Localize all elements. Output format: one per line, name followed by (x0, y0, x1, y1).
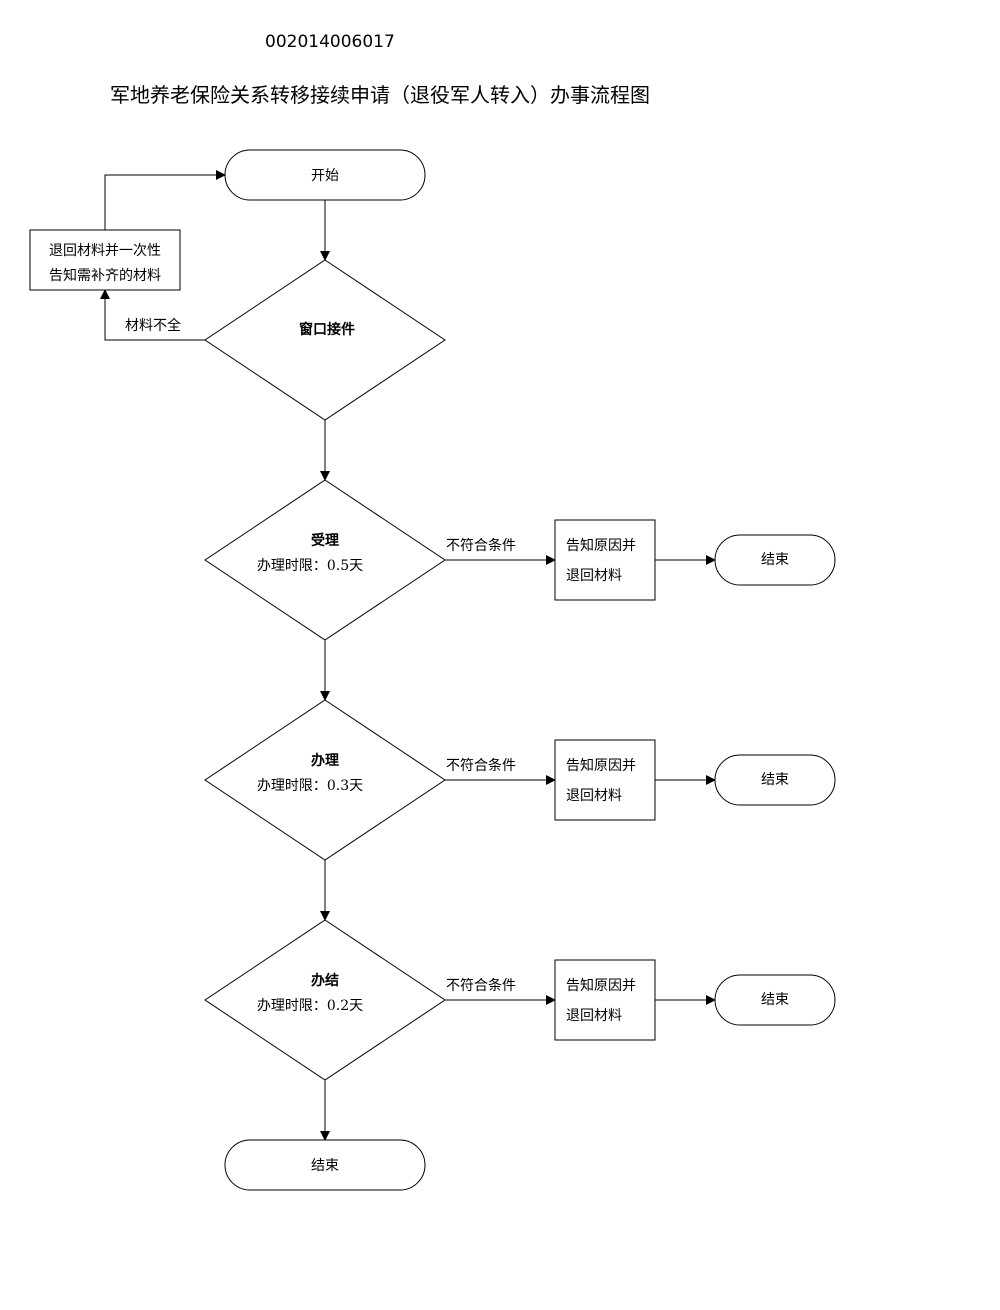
step1-reject-line1: 告知原因并 (566, 537, 636, 554)
step2-reject-line1: 告知原因并 (566, 757, 636, 774)
step1-reject-label: 不符合条件 (446, 537, 516, 554)
document-title: 军地养老保险关系转移接续申请（退役军人转入）办事流程图 (110, 83, 650, 107)
step2-limit: 办理时限：0.3天 (257, 778, 363, 794)
step3-reject-line1: 告知原因并 (566, 977, 636, 994)
step1-name: 受理 (311, 532, 339, 549)
final-end-label: 结束 (311, 1158, 339, 1174)
step2-reject-label: 不符合条件 (446, 757, 516, 774)
final-end-terminator (224, 1139, 426, 1191)
return-box-line2: 告知需补齐的材料 (49, 267, 161, 284)
return-box-line1: 退回材料并一次性 (49, 243, 161, 259)
start-label: 开始 (311, 168, 339, 184)
step3-reject-label: 不符合条件 (446, 977, 516, 994)
step2-reject-line2: 退回材料 (566, 788, 622, 804)
window-diamond (204, 259, 446, 421)
step2-end-terminator (714, 754, 836, 806)
window-label: 窗口接件 (299, 321, 355, 338)
step3-limit: 办理时限：0.2天 (257, 998, 363, 1014)
document-code: 002014006017 (265, 32, 395, 52)
step2-reject-box (554, 739, 656, 821)
step1-reject-line2: 退回材料 (566, 568, 622, 584)
incomplete-label: 材料不全 (125, 317, 181, 334)
step1-reject-box (554, 519, 656, 601)
arrow-back-to-start (104, 170, 226, 230)
step2-end-label: 结束 (761, 772, 789, 788)
step1-limit: 办理时限：0.5天 (257, 558, 363, 574)
step1-end-terminator (714, 534, 836, 586)
step3-reject-line2: 退回材料 (566, 1008, 622, 1024)
step1-end-label: 结束 (761, 552, 789, 568)
step3-name: 办结 (311, 972, 339, 989)
step2-name: 办理 (311, 752, 339, 769)
arrow-incomplete (100, 289, 205, 341)
step3-end-terminator (714, 974, 836, 1026)
step3-reject-box (554, 959, 656, 1041)
step3-end-label: 结束 (761, 992, 789, 1008)
